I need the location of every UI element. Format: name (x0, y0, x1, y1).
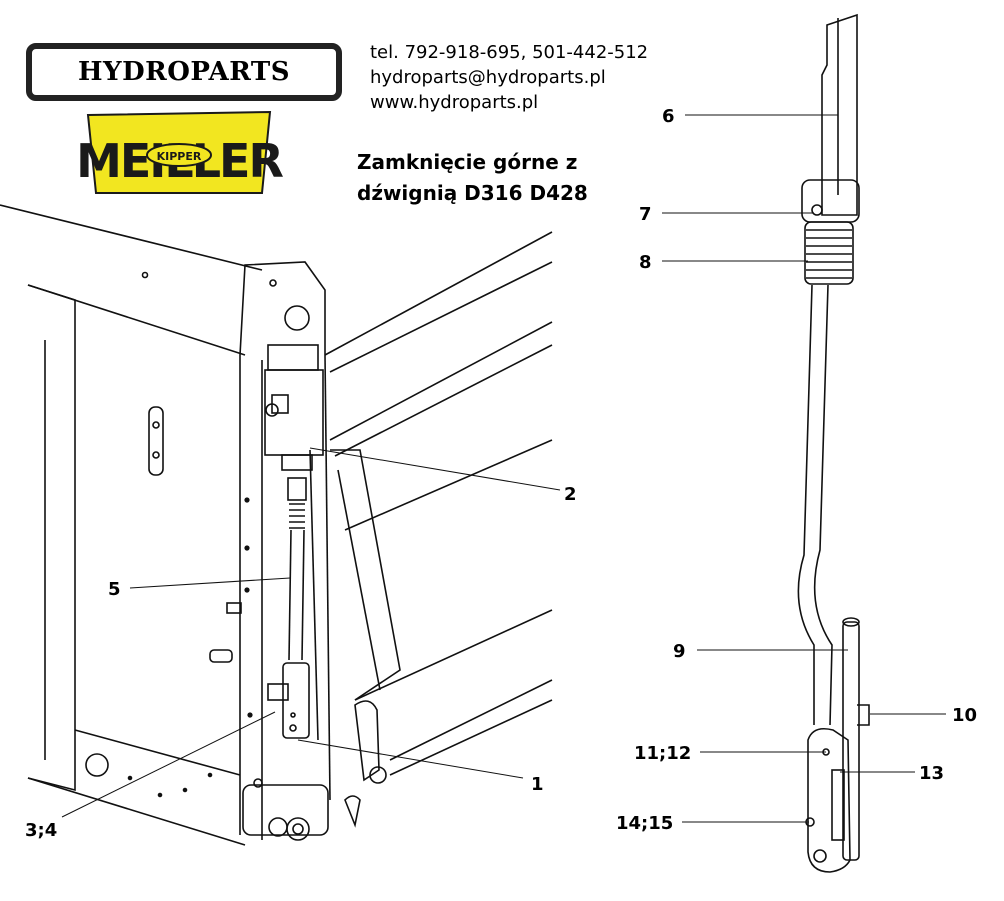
contact-email: hydroparts@hydroparts.pl (370, 67, 606, 88)
callout-13: 13 (919, 763, 944, 784)
callout-5: 5 (108, 579, 121, 600)
title-line-2: dźwignią D316 D428 (357, 181, 588, 205)
lever-part-view (797, 13, 870, 873)
callout-9: 9 (673, 641, 686, 662)
tailgate-assembly-view (0, 204, 553, 846)
kipper-badge (146, 143, 212, 167)
title-line-1: Zamknięcie górne z (357, 150, 578, 174)
callout-7: 7 (639, 204, 652, 225)
callout-1: 1 (531, 774, 544, 795)
callout-14-15: 14;15 (616, 813, 673, 834)
callout-2: 2 (564, 484, 577, 505)
callout-8: 8 (639, 252, 652, 273)
callout-11-12: 11;12 (634, 743, 691, 764)
kipper-badge-text: KIPPER (157, 150, 202, 163)
callout-3-4: 3;4 (25, 820, 57, 841)
diagram-title: Zamknięcie górne z dźwignią D316 D428 (357, 147, 588, 209)
contact-phones: tel. 792-918-695, 501-442-512 (370, 42, 649, 63)
meiller-logo: MEILLER KIPPER (76, 110, 285, 194)
contact-block: tel. 792-918-695, 501-442-512 hydroparts… (370, 40, 648, 115)
callout-10: 10 (952, 705, 977, 726)
brand-name: HYDROPARTS (77, 57, 291, 87)
brand-logo-box: HYDROPARTS (26, 43, 342, 101)
contact-website: www.hydroparts.pl (370, 92, 539, 113)
leader-lines (61, 114, 946, 823)
callout-6: 6 (662, 106, 675, 127)
